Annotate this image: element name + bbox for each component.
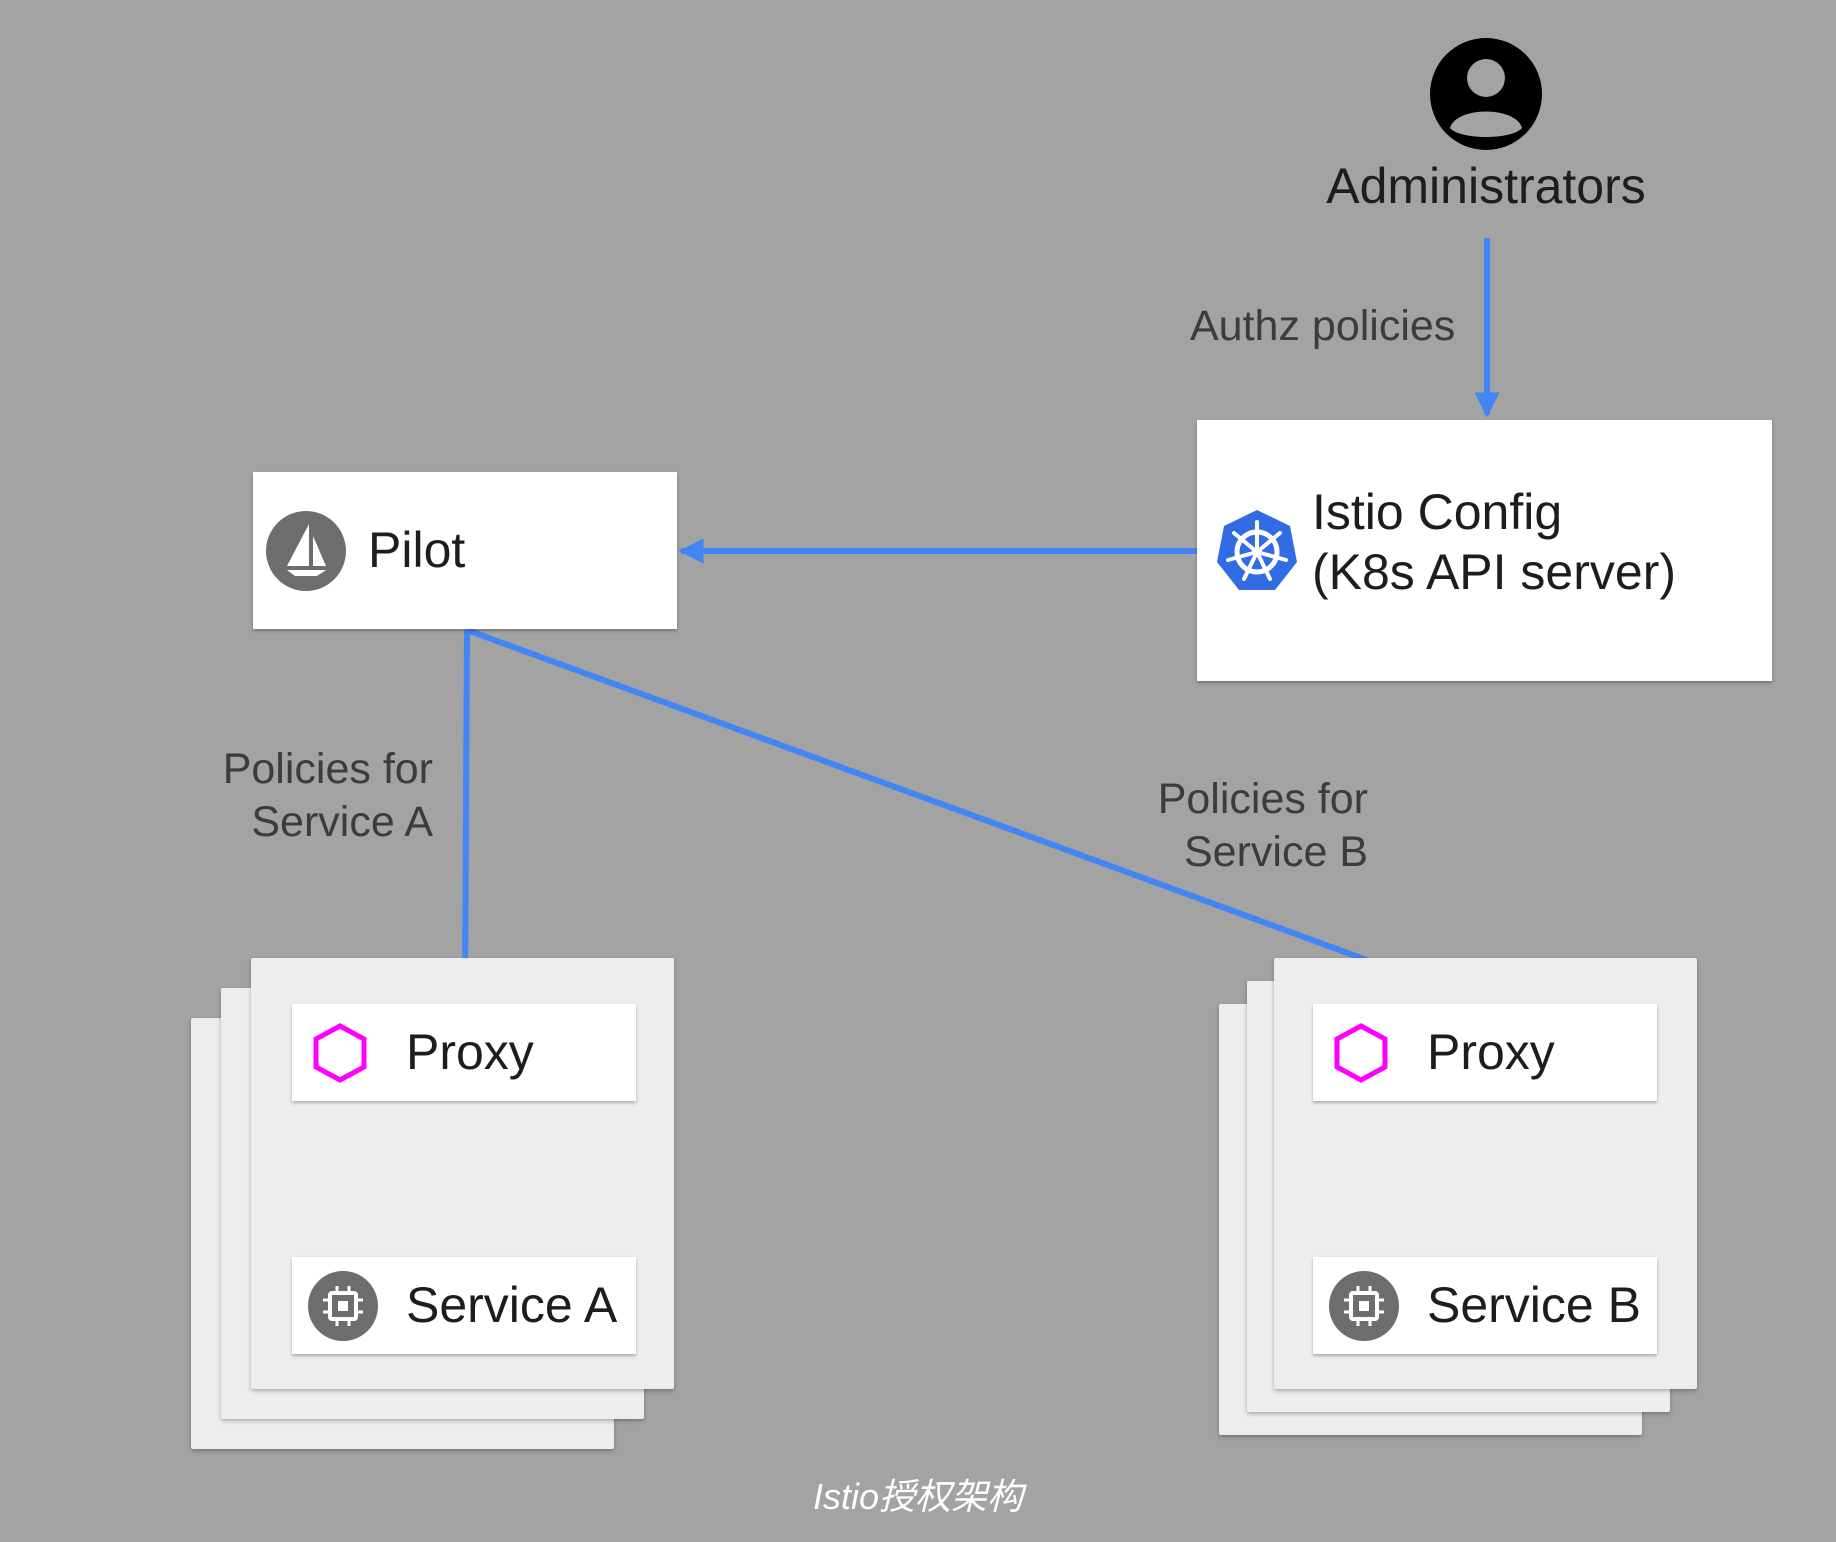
istio-sail-icon xyxy=(266,511,346,591)
account-circle-icon xyxy=(1430,38,1542,150)
proxy-a-node: Proxy xyxy=(292,1004,636,1101)
administrators-label: Administrators xyxy=(1326,158,1646,214)
service-a-node: Service A xyxy=(292,1257,636,1354)
policies-for-service-b-line1: Policies for xyxy=(1157,775,1368,823)
istio-config-label: Istio Config xyxy=(1312,484,1563,540)
k8s-api-server-label: (K8s API server) xyxy=(1312,544,1676,600)
policies-for-service-a-line1: Policies for xyxy=(222,745,433,793)
authz-policies-label: Authz policies xyxy=(1190,302,1456,350)
proxy-b-node: Proxy xyxy=(1313,1004,1657,1101)
pilot-node: Pilot xyxy=(253,472,677,629)
policies-for-service-b-line2: Service B xyxy=(1183,828,1368,876)
istio-config-node: Istio Config (K8s API server) xyxy=(1197,420,1772,681)
service-a-label: Service A xyxy=(406,1277,618,1333)
chip-icon xyxy=(1329,1271,1399,1341)
pilot-label: Pilot xyxy=(368,522,466,578)
service-b-node: Service B xyxy=(1313,1257,1657,1354)
policies-for-service-a-line2: Service A xyxy=(251,798,433,846)
arrow-pilot-to-proxy-a xyxy=(452,629,478,1003)
chip-icon xyxy=(308,1271,378,1341)
service-b-label: Service B xyxy=(1427,1277,1641,1333)
proxy-a-label: Proxy xyxy=(406,1024,534,1080)
hexagon-icon xyxy=(1334,1023,1388,1083)
hexagon-icon xyxy=(313,1023,367,1083)
kubernetes-wheel-icon xyxy=(1217,510,1297,590)
proxy-b-label: Proxy xyxy=(1427,1024,1555,1080)
figure-caption: Istio授权架构 xyxy=(812,1476,1024,1517)
